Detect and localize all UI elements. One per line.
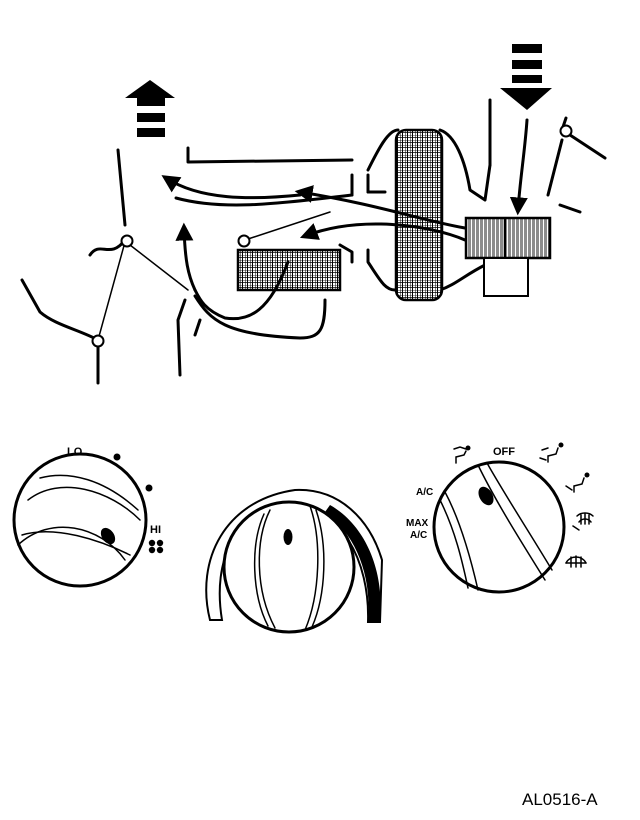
airflow-arrow-icon: [125, 80, 175, 137]
airflow-schematic: [20, 44, 607, 385]
fan-icon: [148, 539, 164, 554]
panel-vent-icon: [453, 445, 471, 464]
mode-max-label: MAX: [406, 518, 429, 529]
heater-core: [236, 248, 342, 292]
mode-max-ac-label: A/C: [410, 530, 427, 541]
fan-speed-control: LO HI: [12, 446, 164, 588]
mode-ac-label: A/C: [416, 487, 433, 498]
mode-off-label: OFF: [493, 446, 515, 458]
fan-high-label: HI: [150, 524, 161, 536]
temperature-knob[interactable]: [222, 500, 356, 634]
speed-dot: [113, 453, 121, 461]
figure-id: AL0516-A: [522, 790, 598, 809]
mode-control: OFF A/C MAX A/C: [406, 442, 594, 594]
floor-door-pivot: [91, 334, 105, 348]
temp-scale-hot: [325, 505, 381, 622]
panel-floor-vent-icon: [539, 442, 564, 463]
blend-door-pivot: [120, 234, 134, 248]
speed-dot: [145, 484, 153, 492]
defrost-floor-icon: [572, 512, 594, 531]
floor-vent-icon: [565, 472, 590, 493]
blower-motor: [483, 257, 529, 297]
recirc-door-pivot: [559, 124, 573, 138]
defrost-icon: [565, 555, 587, 568]
blower-wheel: [464, 216, 552, 260]
mode-knob[interactable]: [432, 460, 566, 594]
temperature-control: [205, 488, 384, 634]
airflow-arrow-icon: [500, 44, 552, 110]
fan-speed-knob[interactable]: [12, 452, 148, 588]
evaporator-core: [394, 128, 444, 302]
temp-door-pivot: [237, 234, 251, 248]
